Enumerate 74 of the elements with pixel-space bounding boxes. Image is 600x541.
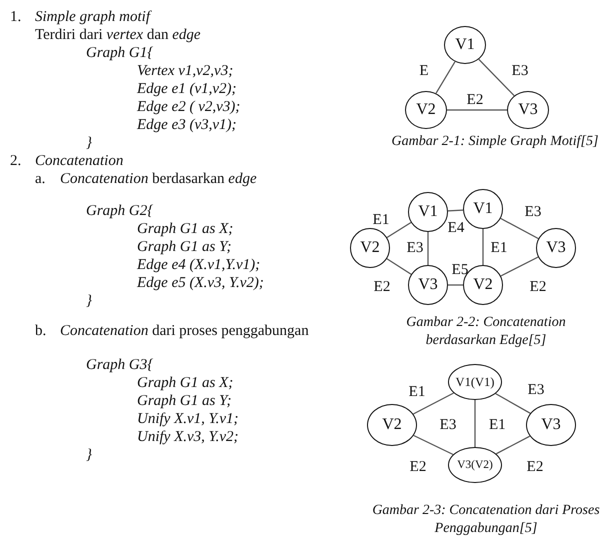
vertex-circle: V2: [405, 91, 447, 129]
list-heading: Concatenation: [35, 152, 124, 170]
code-line: }: [86, 134, 92, 152]
edge-label: E2: [466, 92, 484, 108]
code-line: Edge e5 (X.v3, Y.v2);: [137, 274, 264, 292]
edge-label: E: [419, 63, 429, 79]
vertex-circle: V3: [507, 91, 549, 129]
sub-heading: Concatenation berdasarkan edge: [60, 170, 257, 188]
code-line: Edge e1 (v1,v2);: [137, 80, 237, 98]
code-line: Graph G3{: [86, 356, 154, 374]
figure-caption: Gambar 2-3: Concatenation dari Proses Penggabungan[5]: [372, 502, 600, 538]
code-line: Edge e4 (X.v1,Y.v1);: [137, 256, 260, 274]
edge-name: E1: [489, 416, 506, 434]
code-line: }: [86, 292, 92, 310]
vertex-circle: V2: [367, 404, 417, 446]
edge-label: E2: [530, 279, 546, 295]
vertex-circle: V3(V2): [448, 447, 502, 483]
edge-line: [500, 256, 538, 277]
vertex-circle: V3: [526, 404, 576, 446]
code-line: Graph G1 as X;: [137, 220, 234, 238]
edge-line: [447, 109, 507, 111]
edge-label: E4: [448, 220, 464, 236]
vertex-circle: V3: [536, 228, 576, 268]
edge-label: E3: [512, 63, 528, 79]
edge-line: [474, 400, 476, 447]
code-line: Edge e3 (v3,v1);: [137, 116, 237, 134]
vertex-circle: V2: [350, 228, 390, 268]
code-line: Graph G2{: [86, 202, 154, 220]
edge-label: E1: [372, 212, 390, 228]
edge-line: [413, 392, 454, 415]
code-line: Edge e2 ( v2,v3);: [137, 98, 240, 116]
figure-caption: Gambar 2-2: Concatenation berdasarkan Edge[5]: [405, 314, 567, 350]
edge-line: [386, 258, 412, 275]
code-line: Graph G1 as X;: [137, 374, 234, 392]
edge-line: [427, 232, 429, 265]
list-heading: Simple graph motif: [35, 8, 150, 26]
edge-label: E1: [408, 384, 426, 400]
edge-line: [413, 434, 454, 456]
code-line: Unify X.v1, Y.v1;: [137, 410, 239, 428]
vertex-circle: V1: [463, 189, 503, 229]
edge-line: [435, 61, 456, 94]
edge-label: E2: [410, 459, 426, 475]
edge-line: [495, 393, 531, 414]
edge-label: E2: [526, 459, 544, 475]
edge-line: [496, 436, 530, 454]
code-line: }: [86, 446, 92, 464]
vertex-circle: V3: [408, 265, 448, 305]
edge-label: E1: [490, 240, 508, 256]
edge-label: E3: [440, 417, 456, 433]
vertex-circle: V1: [444, 26, 486, 64]
code-line: Graph G1{: [86, 44, 154, 62]
edge-label: E3: [524, 204, 542, 220]
vertex-circle: V1: [408, 192, 448, 232]
edge-label: E3: [528, 382, 544, 398]
list-number: a.: [35, 170, 46, 188]
edge-line: [386, 222, 412, 238]
edge-line: [448, 210, 464, 212]
edge-label: E3: [406, 240, 424, 256]
edge-label: E2: [374, 279, 390, 295]
list-number: 1.: [10, 8, 22, 26]
list-number: 2.: [10, 152, 22, 170]
edge-line: [500, 218, 539, 240]
sub-heading: Concatenation dari proses penggabungan: [60, 322, 309, 340]
vertex-circle: V1(V1): [448, 364, 502, 400]
body-text: Terdiri dari vertex dan edge: [35, 26, 201, 44]
list-number: b.: [35, 322, 46, 340]
edge-line: [478, 58, 515, 96]
code-line: Graph G1 as Y;: [137, 238, 232, 256]
edge-line: [482, 229, 484, 265]
figure-caption: Gambar 2-1: Simple Graph Motif[5]: [390, 133, 600, 151]
code-line: Graph G1 as Y;: [137, 392, 232, 410]
code-line: Unify X.v3, Y.v2;: [137, 428, 239, 446]
code-line: Vertex v1,v2,v3;: [137, 62, 234, 80]
edge-line: [448, 284, 463, 286]
